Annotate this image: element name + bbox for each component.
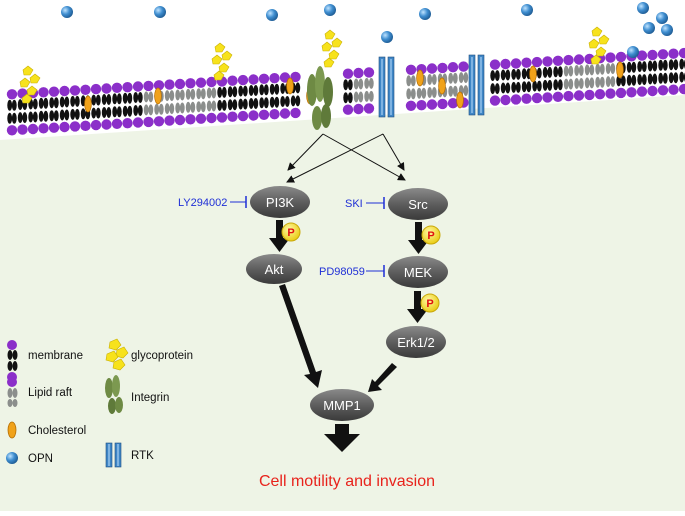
erk-label: Erk1/2 (397, 335, 435, 350)
mek-to-erk-arrow (407, 291, 428, 323)
legend-integrin: Integrin (105, 375, 169, 414)
akt-node (246, 254, 302, 284)
legend-cholesterol-label: Cholesterol (28, 425, 86, 437)
erk-node (386, 326, 446, 358)
glycoproteins (19, 26, 610, 104)
cytoplasm (0, 95, 685, 511)
svg-text:P: P (287, 227, 294, 239)
svg-text:P: P (427, 230, 434, 242)
phosphorylation-icon: P (281, 222, 301, 242)
legend-rtk-label: RTK (131, 450, 154, 462)
pd98059-label: PD98059 (319, 266, 365, 278)
mek-label: MEK (404, 265, 433, 280)
integrin-receptor (307, 66, 333, 130)
pd98059-inhibitor: PD98059 (319, 265, 385, 278)
akt-to-mmp1-arrow (279, 284, 322, 388)
lipid-raft-icon (7, 377, 18, 407)
cell-membrane (6, 47, 685, 136)
opn-molecules (61, 2, 673, 58)
src-node (388, 188, 448, 220)
src-to-mek-arrow (408, 222, 429, 254)
receptor-signal-arrows (286, 133, 406, 183)
akt-label: Akt (265, 262, 284, 277)
svg-text:P: P (426, 298, 433, 310)
pi3k-node (250, 186, 310, 218)
pi3k-label: PI3K (266, 195, 295, 210)
legend-lipid-raft-label: Lipid raft (28, 387, 73, 399)
legend: membrane Lipid raft Cholesterol OPN (6, 338, 193, 468)
mmp1-label: MMP1 (323, 398, 361, 413)
ski-inhibitor: SKI (345, 197, 385, 210)
rtk-receptors (378, 54, 485, 118)
mek-node (388, 256, 448, 288)
legend-glycoprotein-label: glycoprotein (131, 350, 193, 362)
mmp1-node (310, 389, 374, 421)
opn-icon (6, 452, 18, 464)
pi3k-to-akt-arrow (269, 220, 290, 252)
outcome-label: Cell motility and invasion (259, 473, 435, 490)
glycoprotein-icon (105, 338, 129, 371)
ly294002-inhibitor: LY294002 (178, 196, 247, 209)
src-label: Src (408, 197, 428, 212)
ski-label: SKI (345, 198, 363, 210)
rtk-icon (105, 442, 122, 468)
legend-rtk: RTK (105, 442, 154, 468)
legend-glycoprotein: glycoprotein (105, 338, 193, 371)
phosphorylation-icon: P (420, 293, 440, 313)
legend-opn-label: OPN (28, 453, 53, 465)
legend-cholesterol: Cholesterol (7, 421, 86, 439)
ly294002-label: LY294002 (178, 197, 227, 209)
cholesterol-icon (7, 421, 17, 439)
legend-opn: OPN (6, 452, 53, 465)
pathway-arrows (269, 220, 429, 452)
erk-to-mmp1-arrow (368, 363, 397, 392)
legend-membrane: membrane (7, 340, 83, 382)
phosphorylation-icon: P (421, 225, 441, 245)
legend-lipid-raft: Lipid raft (7, 377, 73, 407)
legend-membrane-label: membrane (28, 350, 83, 362)
mmp1-to-outcome-arrow (324, 424, 360, 452)
integrin-icon (105, 375, 123, 414)
legend-integrin-label: Integrin (131, 392, 169, 404)
